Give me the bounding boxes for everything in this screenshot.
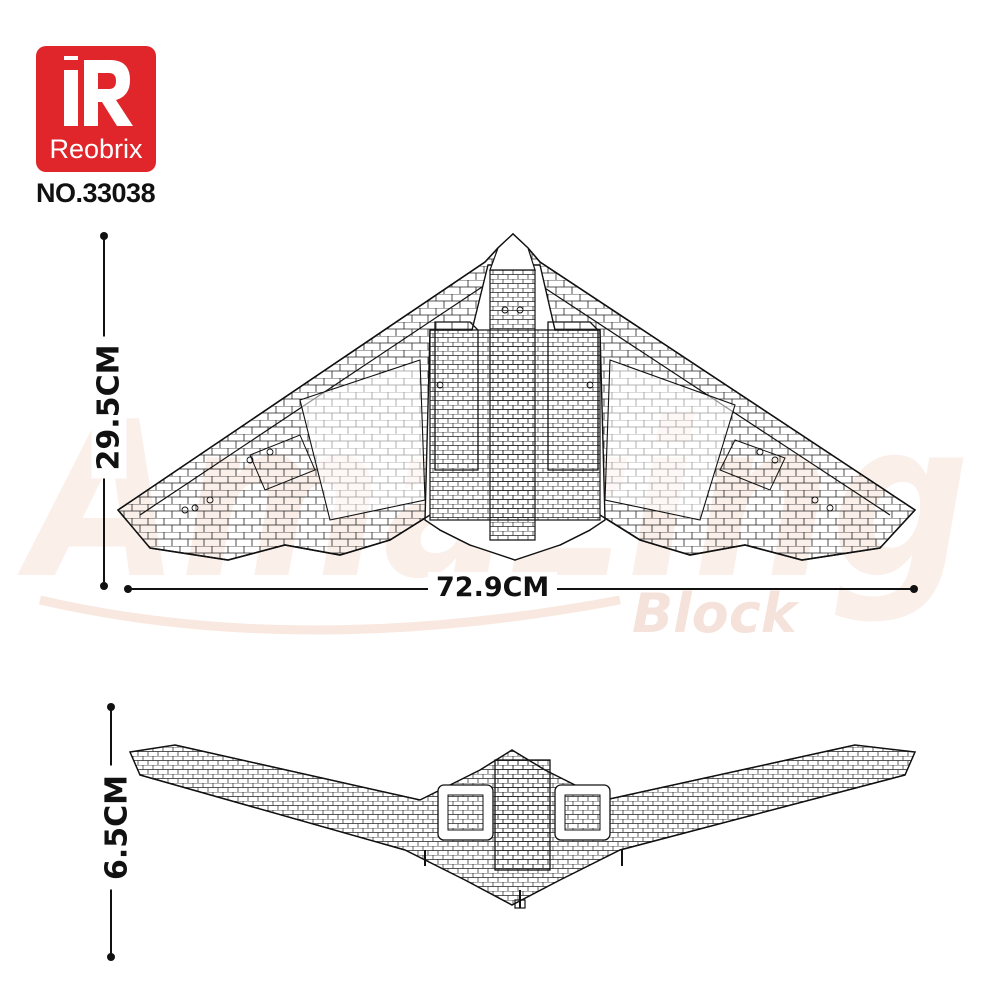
brand-logo-mark-icon — [64, 56, 133, 126]
brand-name: Reobrix — [49, 134, 143, 164]
height-label: 29.5CM — [91, 336, 127, 479]
top-view-aircraft — [116, 232, 917, 561]
front-view-aircraft — [128, 744, 917, 909]
length-label: 72.9CM — [428, 572, 558, 603]
depth-label: 6.5CM — [99, 765, 135, 890]
brand-logo: Reobrix — [36, 46, 156, 172]
model-number: NO.33038 — [36, 178, 156, 208]
